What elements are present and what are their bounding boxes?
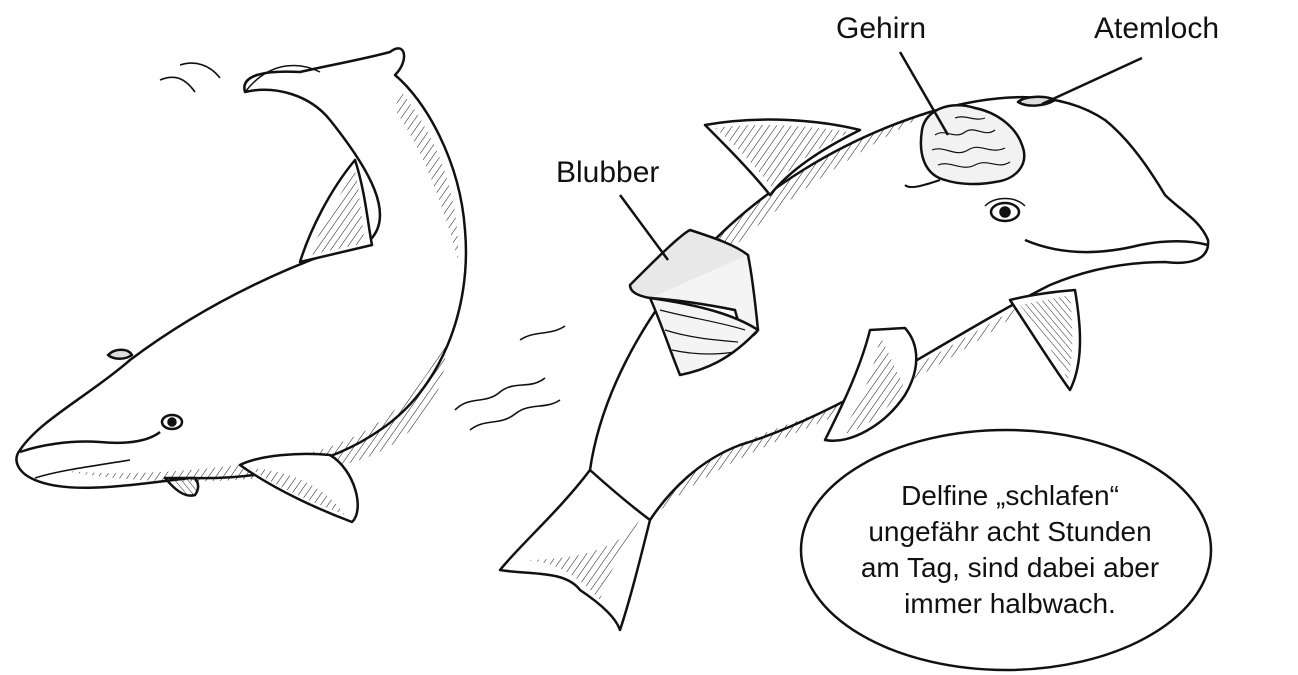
leader-line-atemloch (1042, 58, 1142, 104)
bubble-line: am Tag, sind dabei aber (845, 550, 1175, 586)
bubble-line: immer halbwach. (845, 586, 1175, 622)
bubble-line: Delfine „schlafen“ (845, 478, 1175, 514)
bubble-line: ungefähr acht Stunden (845, 514, 1175, 550)
label-gehirn: Gehirn (836, 14, 926, 44)
left-dolphin (16, 48, 465, 522)
bubble-text: Delfine „schlafen“ ungefähr acht Stunden… (845, 478, 1175, 622)
leader-line-blubber (620, 195, 668, 260)
label-atemloch: Atemloch (1094, 14, 1219, 44)
label-blubber: Blubber (556, 158, 659, 188)
